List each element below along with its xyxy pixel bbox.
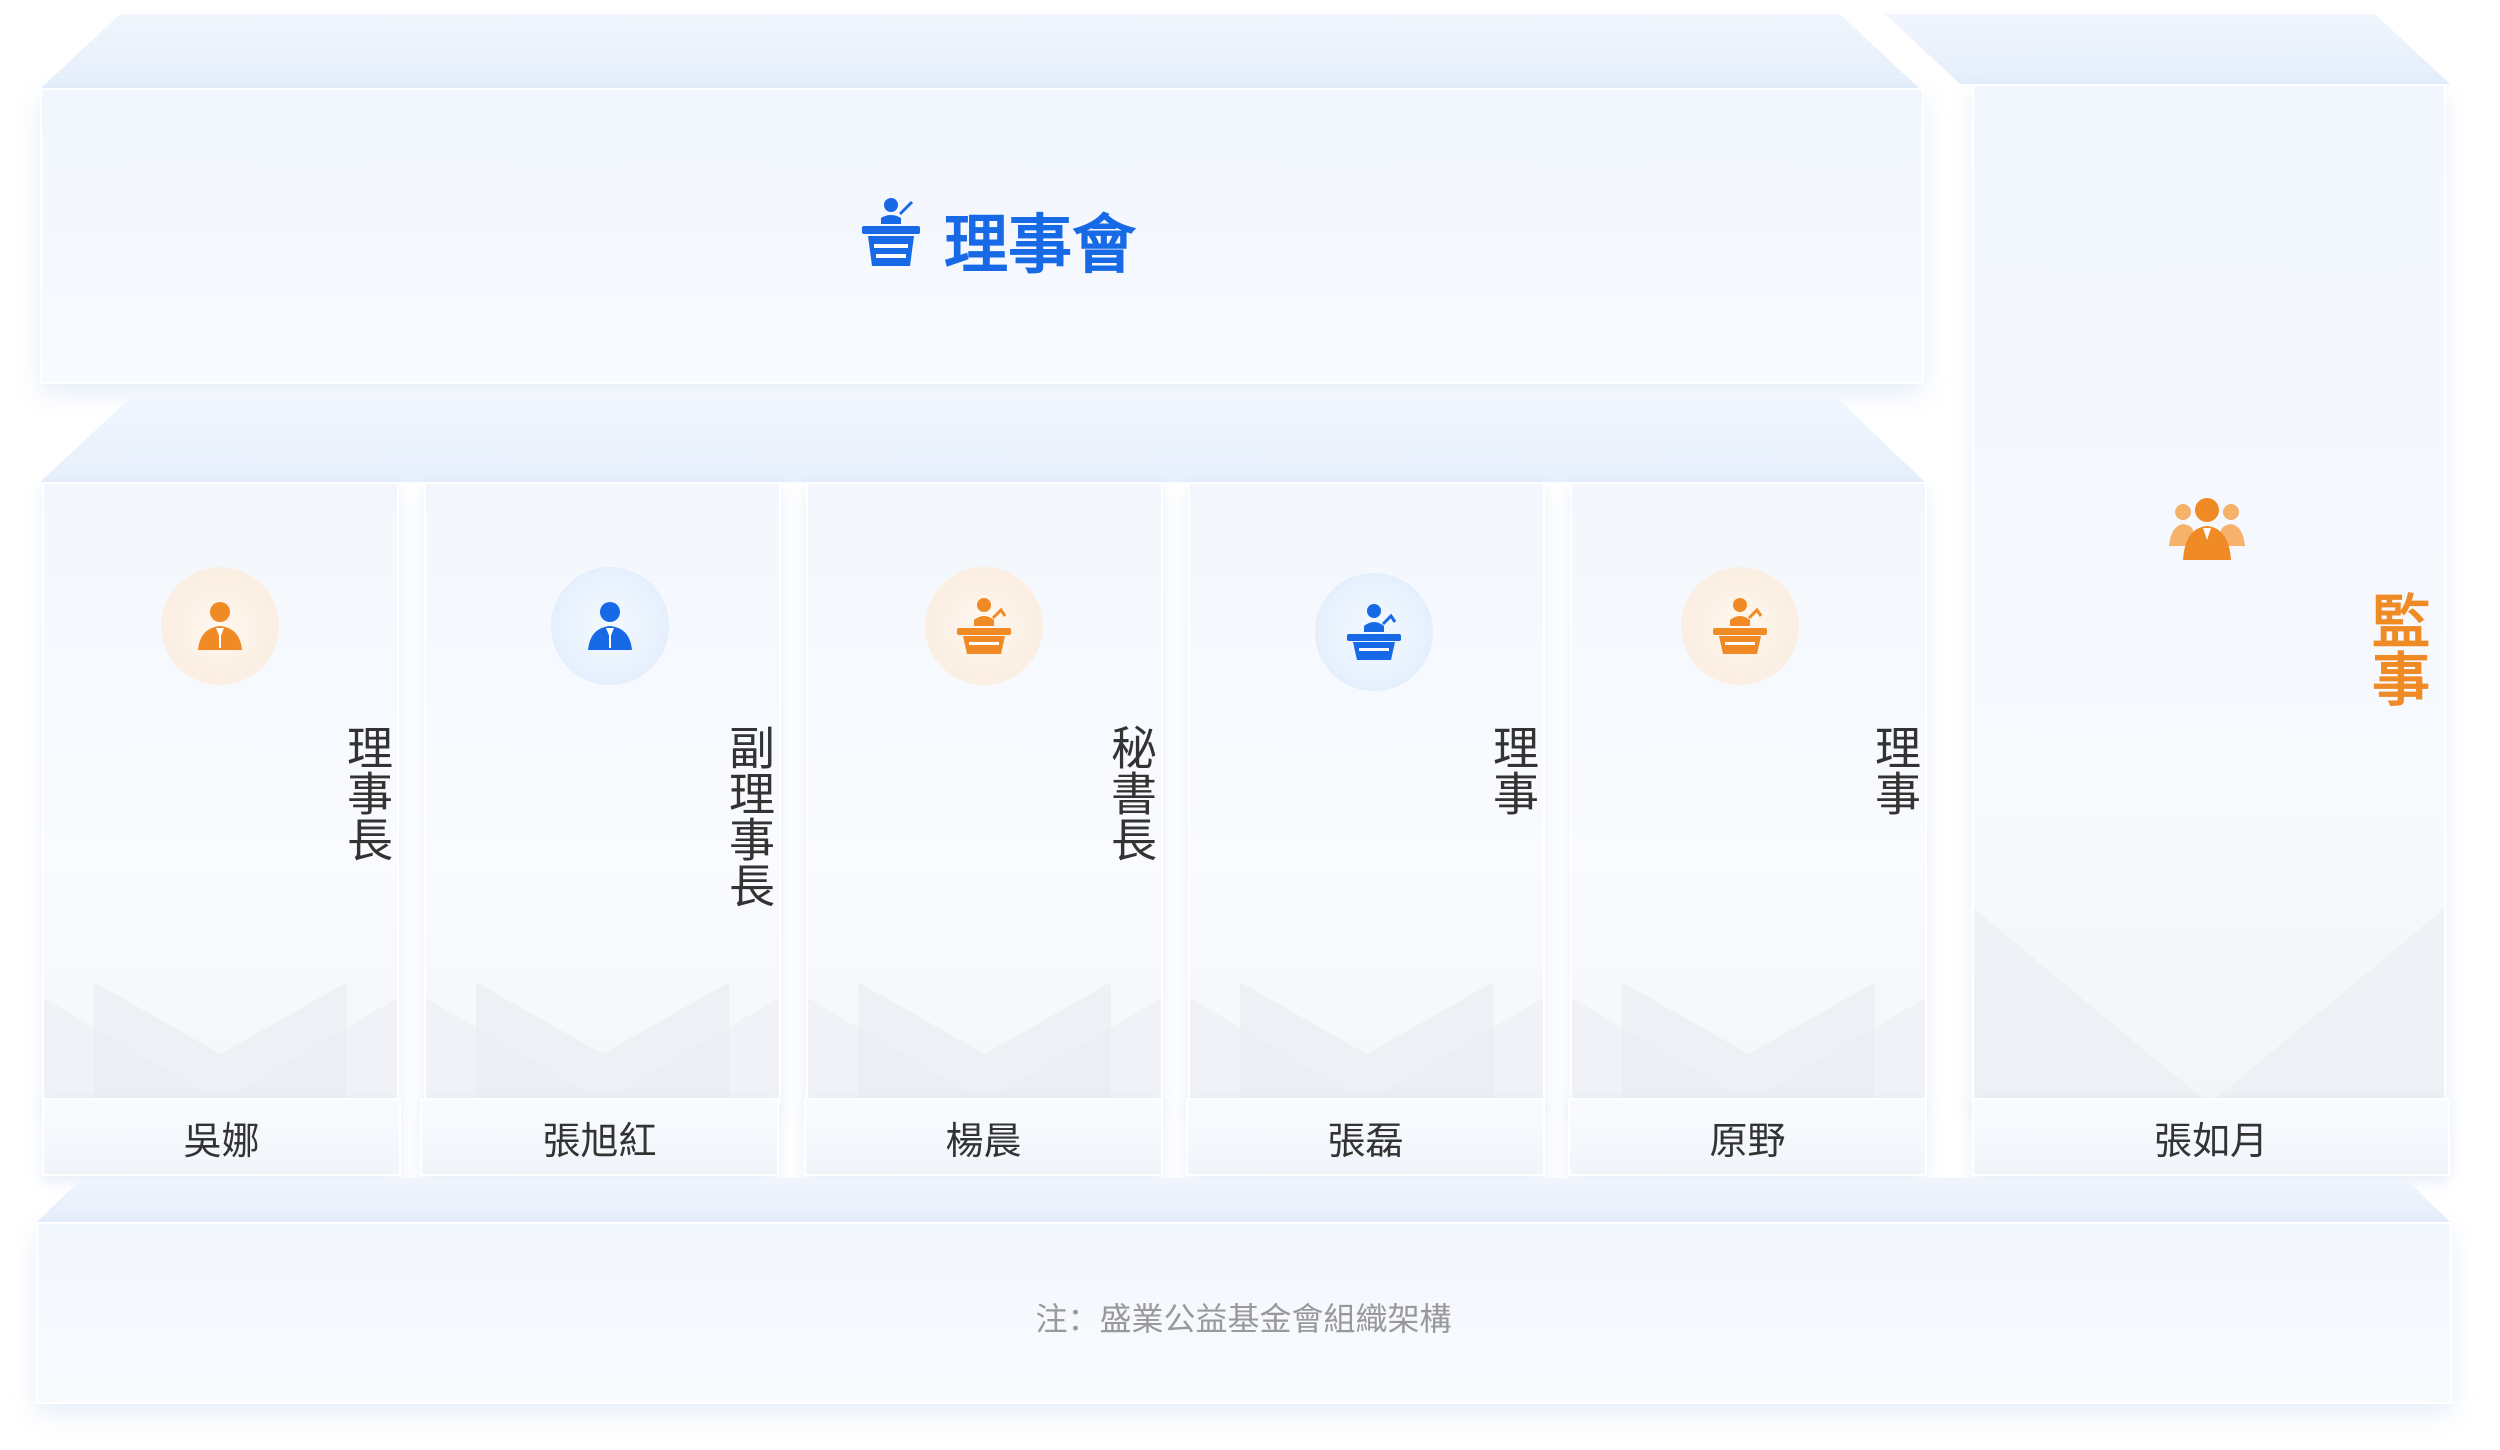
member-role: 理事長 [340,724,394,862]
member-role: 理事 [1486,724,1540,816]
member-role: 副理事長 [722,724,776,908]
member-name: 張磊 [1186,1098,1545,1176]
footer-panel [36,1222,2452,1404]
group-icon [2169,496,2245,566]
member-role: 理事 [1868,724,1922,816]
speaker-icon [1318,576,1430,688]
footer-note: 注：盛業公益基金會組織架構 [1035,1300,1452,1338]
supervisor-name: 張如月 [1972,1098,2450,1176]
speaker-icon [1684,570,1796,682]
person-icon [164,570,276,682]
member-card: 秘書長 [806,482,1163,1104]
member-name: 原野 [1568,1098,1927,1176]
member-name: 吳娜 [42,1098,401,1176]
board-panel [40,88,1924,384]
member-name: 楊晨 [804,1098,1163,1176]
members-cap [40,396,1925,482]
supervisor-card: 監事 [1972,84,2446,1106]
speaker-icon [928,570,1040,682]
member-card: 理事 [1570,482,1927,1104]
board-title: 理事會 [860,198,1136,283]
person-icon [554,570,666,682]
member-name: 張旭紅 [420,1098,779,1176]
member-card: 副理事長 [424,482,781,1104]
member-role: 秘書長 [1104,724,1158,862]
podium-icon [860,196,922,284]
supervisor-cap [1885,14,2450,84]
footer-cap [36,1178,2451,1223]
member-card: 理事長 [42,482,399,1104]
supervisor-role: 監事 [2362,591,2430,707]
board-cap [40,14,1920,89]
board-title-text: 理事會 [944,209,1136,283]
member-card: 理事 [1188,482,1545,1104]
